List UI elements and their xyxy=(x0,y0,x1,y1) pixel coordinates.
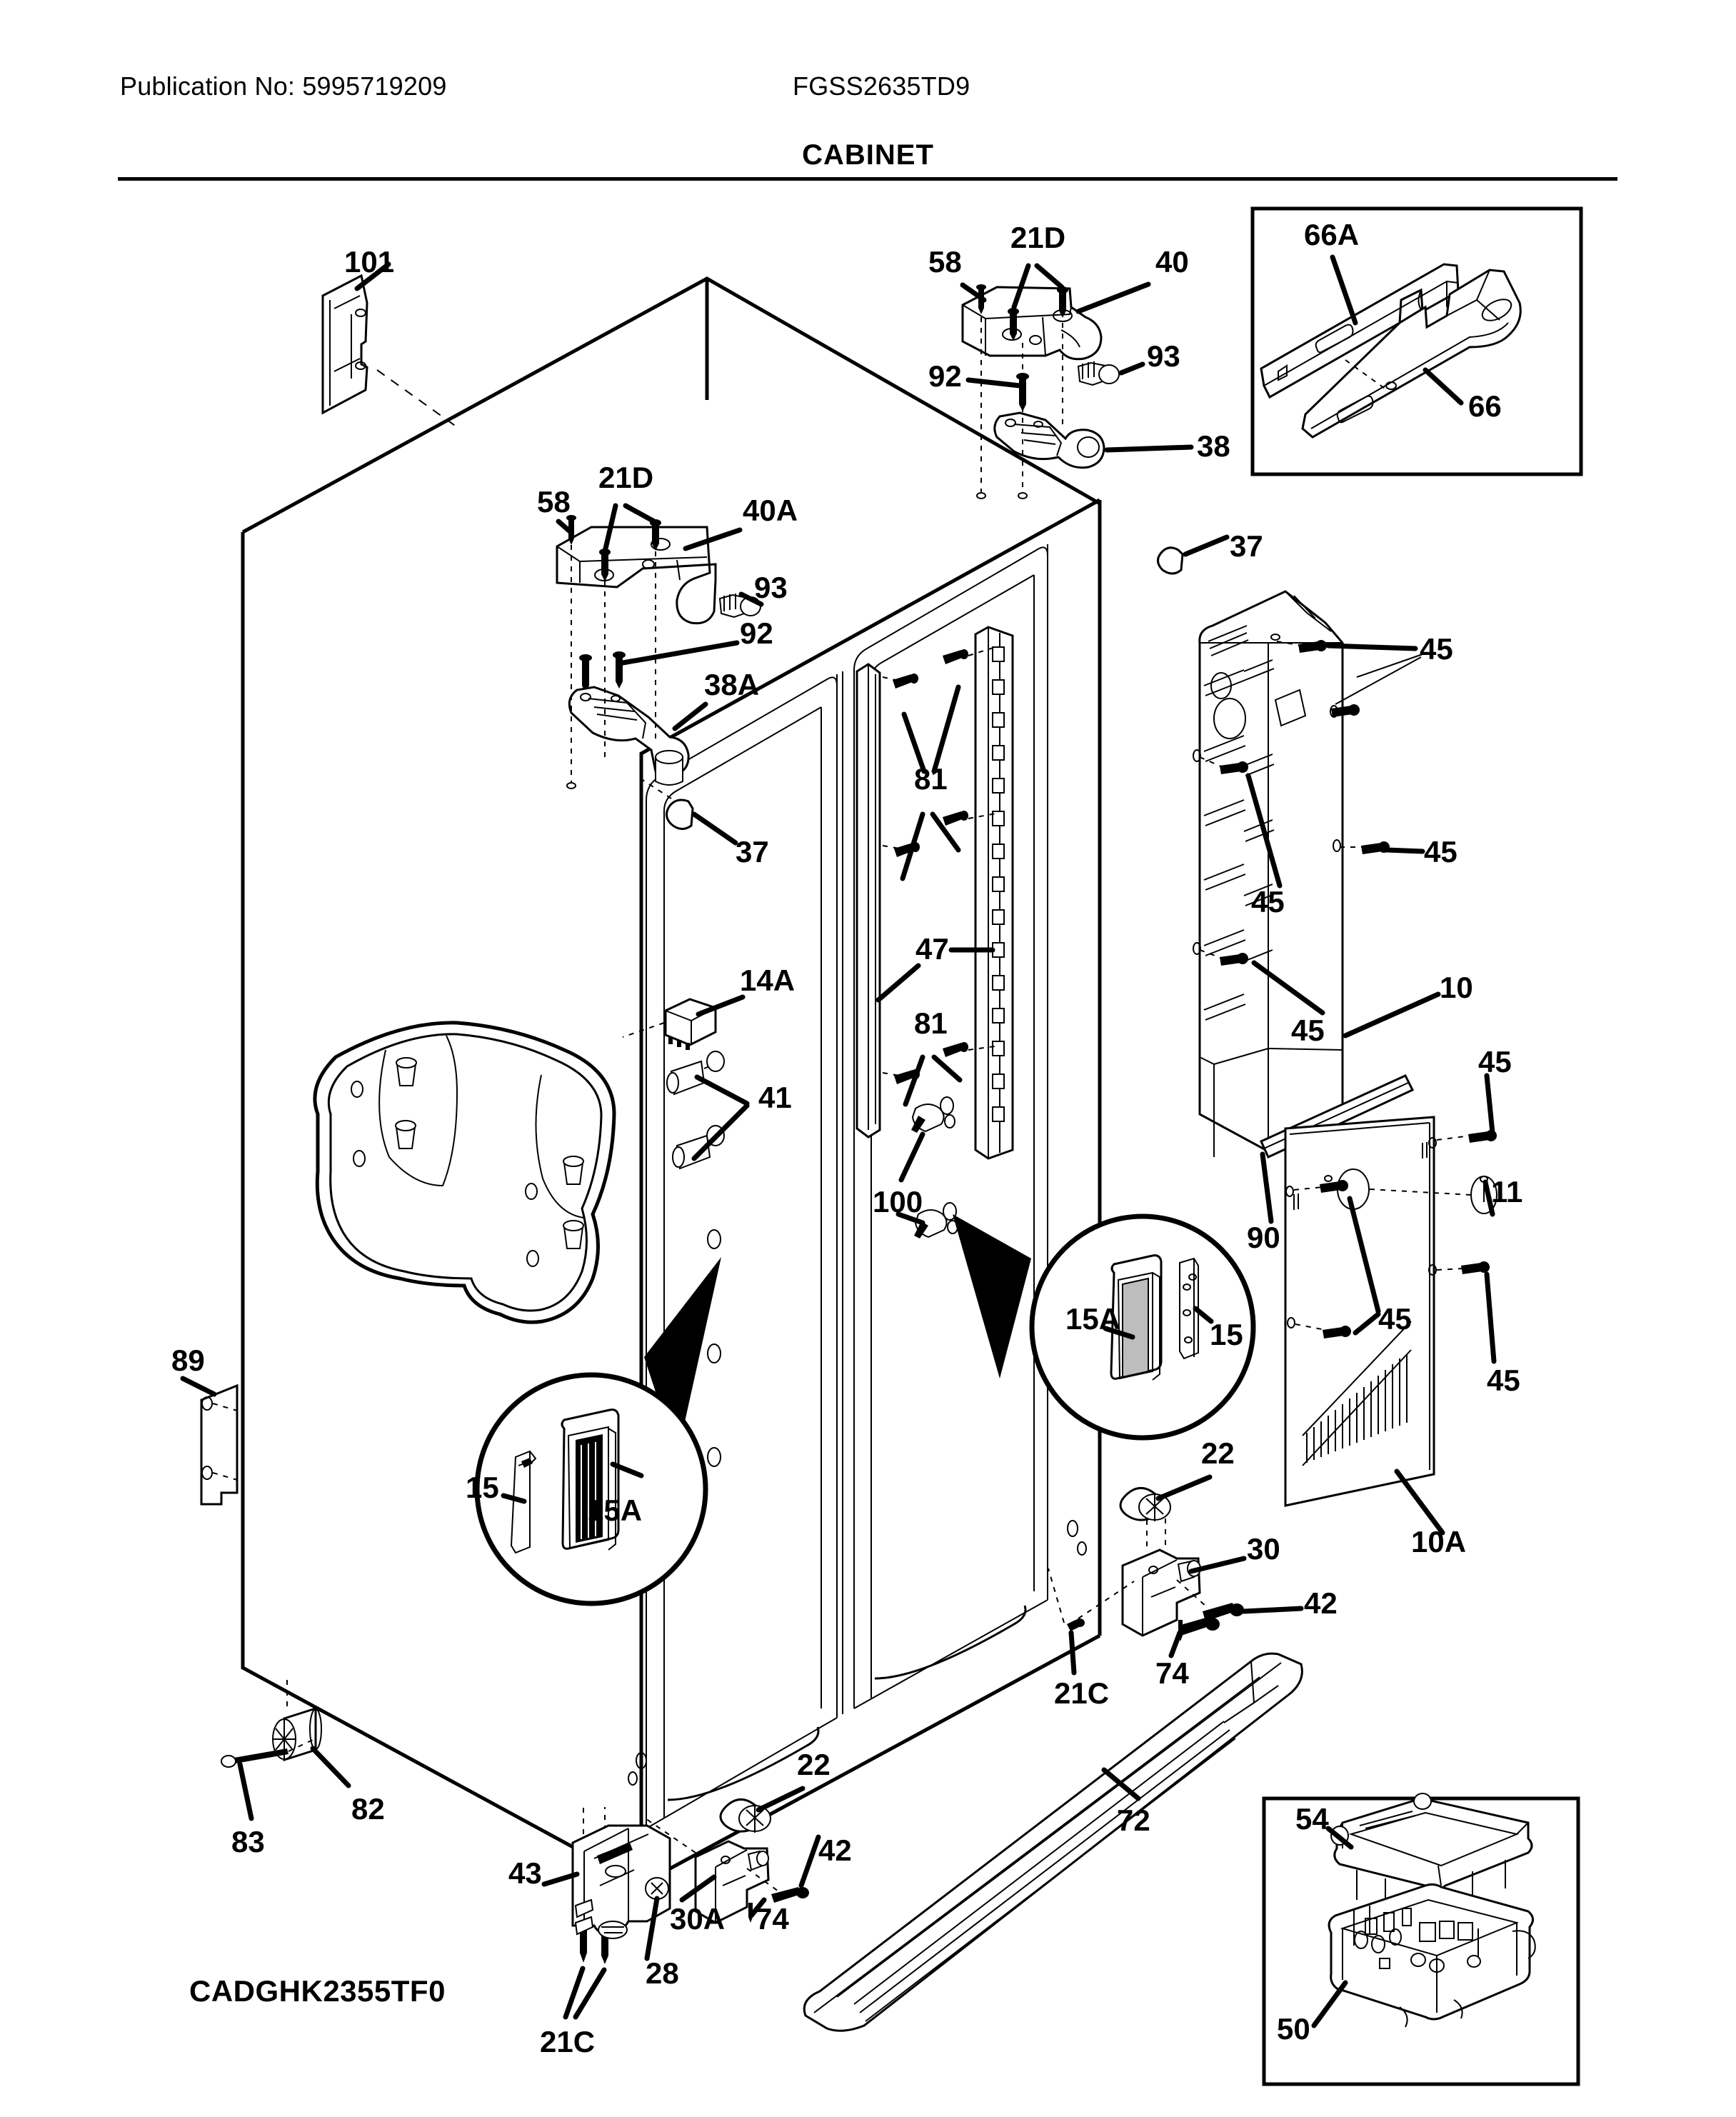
callout-11: 11 xyxy=(1491,1175,1523,1208)
roller-axle-83 xyxy=(221,1739,313,1821)
roller-82 xyxy=(272,1680,351,1788)
callout-43: 43 xyxy=(508,1856,542,1890)
callout-45-g: 45 xyxy=(1487,1363,1520,1397)
callout-66A: 66A xyxy=(1304,218,1360,251)
callout-90: 90 xyxy=(1247,1221,1280,1254)
callout-101: 101 xyxy=(344,245,395,279)
callout-45-d: 45 xyxy=(1291,1014,1325,1047)
callout-10A: 10A xyxy=(1411,1525,1467,1558)
callout-10: 10 xyxy=(1440,971,1473,1004)
callout-41: 41 xyxy=(758,1081,792,1114)
callout-66: 66 xyxy=(1468,389,1502,423)
callout-15-left: 15 xyxy=(466,1471,499,1504)
callout-54: 54 xyxy=(1295,1802,1329,1836)
callout-40: 40 xyxy=(1155,245,1189,279)
callout-92: 92 xyxy=(928,359,962,393)
callout-74-a: 74 xyxy=(1155,1656,1189,1690)
callout-81-b: 81 xyxy=(914,1006,948,1040)
callout-45-c: 45 xyxy=(1251,885,1285,919)
callout-30: 30 xyxy=(1247,1532,1280,1566)
callout-74-b: 74 xyxy=(756,1902,789,1936)
callout-21C-right: 21C xyxy=(1054,1676,1110,1710)
model-number: FGSS2635TD9 xyxy=(793,71,970,101)
callout-92-b: 92 xyxy=(740,616,773,650)
leveling-bracket-30A xyxy=(641,1815,821,1924)
callout-72: 72 xyxy=(1117,1803,1150,1837)
shelf-support-rails xyxy=(856,626,1014,1160)
callout-28: 28 xyxy=(646,1956,679,1990)
callout-45-e: 45 xyxy=(1478,1045,1512,1078)
push-pins-100 xyxy=(895,1096,958,1238)
callout-45-f: 45 xyxy=(1378,1302,1412,1336)
magnifier-left xyxy=(474,1257,721,1606)
callout-21D: 21D xyxy=(1010,221,1066,254)
callout-14A: 14A xyxy=(740,964,796,997)
leveling-leg-right xyxy=(1119,1474,1213,1550)
callout-93-b: 93 xyxy=(754,571,788,604)
callout-42-a: 42 xyxy=(1304,1586,1338,1620)
callout-42-b: 42 xyxy=(818,1833,852,1867)
part-37-plug-left xyxy=(642,779,738,846)
inset-slide-rails xyxy=(1250,206,1583,476)
roller-assembly-43 xyxy=(541,1824,671,1961)
part-101-bracket xyxy=(321,261,458,428)
callout-81-a: 81 xyxy=(914,762,948,796)
callout-82: 82 xyxy=(351,1792,385,1826)
toe-grille-72 xyxy=(803,1652,1303,2032)
callout-83: 83 xyxy=(231,1825,265,1858)
screw-21C-right xyxy=(1048,1568,1135,1676)
header-divider xyxy=(118,177,1617,181)
callout-15A-left: 15A xyxy=(587,1493,643,1527)
callout-40A: 40A xyxy=(743,494,798,527)
callout-22-right: 22 xyxy=(1201,1436,1235,1470)
door-switch-14A xyxy=(622,994,746,1050)
callout-89: 89 xyxy=(171,1343,205,1377)
leveling-bracket-30 xyxy=(1121,1548,1304,1658)
upper-back-panel-10 xyxy=(1193,590,1441,1157)
leveling-leg-left xyxy=(719,1786,806,1833)
callout-45-a: 45 xyxy=(1420,632,1453,666)
callout-38: 38 xyxy=(1197,429,1230,463)
callout-21C-left: 21C xyxy=(540,2025,596,2058)
callout-21D-b: 21D xyxy=(598,461,654,494)
publication-number: Publication No: 5995719209 xyxy=(120,71,447,101)
hinge-group-right xyxy=(960,263,1194,499)
callout-30A: 30A xyxy=(670,1902,726,1936)
plug-11 xyxy=(1369,1176,1497,1217)
hinge-group-left xyxy=(556,503,764,789)
callout-45-b: 45 xyxy=(1424,835,1457,869)
callout-47: 47 xyxy=(915,932,949,966)
callout-15-right: 15 xyxy=(1210,1318,1243,1351)
callout-37-b: 37 xyxy=(1230,529,1263,563)
callout-38A: 38A xyxy=(704,668,760,701)
insulation-pad xyxy=(313,1021,616,1324)
callout-58: 58 xyxy=(928,245,962,279)
callout-58-b: 58 xyxy=(537,485,571,519)
inset-control-board xyxy=(1262,1793,1580,2086)
callout-15A-right: 15A xyxy=(1065,1302,1121,1336)
page-title: CABINET xyxy=(802,139,934,171)
callout-22-left: 22 xyxy=(797,1748,831,1781)
diagram-code: CADGHK2355TF0 xyxy=(189,1974,446,2008)
magnifier-right xyxy=(953,1213,1256,1441)
callout-93: 93 xyxy=(1147,339,1180,373)
lower-back-panel-10A xyxy=(1260,1073,1497,1536)
bracket-89 xyxy=(180,1376,239,1506)
bushings-41 xyxy=(666,1051,750,1170)
callout-37-a: 37 xyxy=(736,835,769,869)
callout-100: 100 xyxy=(873,1185,923,1218)
callout-50: 50 xyxy=(1277,2012,1310,2046)
part-37-plug-right xyxy=(1157,534,1230,575)
